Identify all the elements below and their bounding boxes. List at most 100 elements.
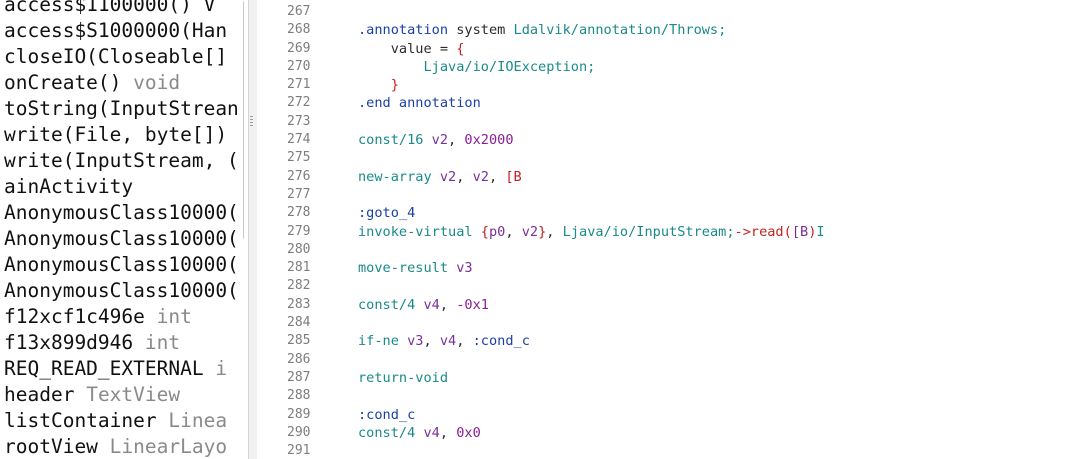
code-token: [B (505, 168, 522, 185)
outline-item[interactable]: listContainer Linea (0, 408, 239, 434)
code-text: .end annotation (358, 94, 481, 112)
outline-item[interactable]: access$1100000() V (0, 0, 239, 18)
outline-item[interactable]: ainActivity (0, 174, 239, 200)
code-line[interactable]: 289:cond_c (257, 406, 1080, 424)
code-text: return-void (358, 369, 448, 387)
outline-item-name: onCreate() (4, 71, 122, 94)
code-line[interactable]: 282 (257, 277, 1080, 295)
code-token: :cond_c (472, 333, 530, 350)
outline-item-name: access$1100000() V (4, 0, 216, 16)
code-line[interactable]: 271 } (257, 76, 1080, 94)
outline-item-name: rootView (4, 435, 98, 458)
code-token: 0x2000 (464, 132, 514, 149)
code-line[interactable]: 284 (257, 314, 1080, 332)
line-number: 286 (287, 351, 311, 367)
code-token: v3 (407, 333, 424, 350)
outline-item[interactable]: REQ_READ_EXTERNAL i (0, 356, 239, 382)
divider-grip-icon[interactable] (250, 116, 253, 128)
code-token: new-array (358, 168, 432, 185)
line-number: 278 (287, 205, 311, 221)
outline-item[interactable]: AnonymousClass10000( (0, 200, 239, 226)
outline-item[interactable]: write(InputStream, ( (0, 148, 239, 174)
code-line[interactable]: 268.annotation system Ldalvik/annotation… (257, 21, 1080, 39)
outline-item-name: listContainer (4, 409, 157, 432)
code-text: } (358, 76, 399, 94)
code-line[interactable]: 273 (257, 113, 1080, 131)
code-line[interactable]: 291 (257, 442, 1080, 459)
line-number: 285 (287, 333, 311, 349)
outline-item-type: Linea (168, 409, 228, 432)
outline-item-type: i (215, 357, 228, 380)
code-text: .annotation system Ldalvik/annotation/Th… (358, 21, 726, 39)
code-line[interactable]: 275 (257, 149, 1080, 167)
outline-item-type: TextView (86, 383, 181, 406)
line-number: 277 (287, 186, 311, 202)
outline-item[interactable]: closeIO(Closeable[] (0, 44, 239, 70)
code-line[interactable]: 267 (257, 3, 1080, 21)
outline-item[interactable]: f13x899d946 int (0, 330, 239, 356)
outline-item-name: closeIO(Closeable[] (4, 45, 228, 68)
code-token: Ldalvik/annotation/Throws; (513, 22, 727, 39)
outline-scrollbar[interactable] (243, 0, 244, 240)
outline-item[interactable]: AnonymousClass10000( (0, 252, 239, 278)
code-token: } (390, 77, 399, 94)
code-line[interactable]: 270 Ljava/io/IOException; (257, 58, 1080, 76)
code-token: , (488, 168, 506, 185)
outline-item[interactable]: AnonymousClass10000( (0, 226, 239, 252)
outline-item-name: access$S1000000(Han (4, 19, 228, 42)
outline-item[interactable]: rootView LinearLayo (0, 434, 239, 459)
outline-item[interactable]: f12xcf1c496e int (0, 304, 239, 330)
code-line[interactable]: 286 (257, 351, 1080, 369)
outline-list: access$1100000() V access$S1000000(Han clo… (0, 0, 239, 459)
code-token: , (505, 223, 522, 240)
outline-item[interactable]: header TextView (0, 382, 239, 408)
line-number: 287 (287, 369, 311, 385)
code-token: { (456, 40, 465, 57)
line-number: 283 (287, 296, 311, 312)
outline-item-name: f12xcf1c496e (4, 305, 145, 328)
outline-item-name: AnonymousClass10000( (4, 227, 239, 250)
outline-item-name: write(InputStream, ( (4, 149, 239, 172)
code-line[interactable]: 288 (257, 387, 1080, 405)
outline-item-name: REQ_READ_EXTERNAL (4, 357, 204, 380)
code-text: Ljava/io/IOException; (358, 58, 595, 76)
code-token: , (456, 168, 473, 185)
code-line[interactable]: 277 (257, 186, 1080, 204)
outline-item-name: header (4, 383, 75, 406)
code-token: { (480, 223, 489, 240)
outline-item-type: int (156, 305, 192, 328)
outline-item-name: AnonymousClass10000( (4, 253, 239, 276)
code-line[interactable]: 287 return-void (257, 369, 1080, 387)
code-token: const/4 (358, 424, 416, 441)
outline-item[interactable]: access$S1000000(Han (0, 18, 239, 44)
code-token: value = (358, 40, 457, 57)
code-token: system (448, 22, 514, 39)
code-token: if-ne (358, 333, 399, 350)
line-number: 281 (287, 260, 311, 276)
code-token (432, 169, 440, 185)
code-line[interactable]: 272 .end annotation (257, 94, 1080, 112)
code-line[interactable]: 269 value = { (257, 40, 1080, 58)
code-line[interactable]: 280 (257, 241, 1080, 259)
outline-item[interactable]: onCreate() void (0, 70, 239, 96)
code-token: v2 (431, 132, 449, 149)
line-number: 273 (287, 113, 311, 129)
outline-item[interactable]: write(File, byte[]) (0, 122, 239, 148)
outline-item[interactable]: AnonymousClass10000( (0, 278, 239, 304)
code-token: 0x0 (456, 424, 481, 441)
code-line[interactable]: 278:goto_4 (257, 204, 1080, 222)
line-number: 272 (287, 95, 311, 111)
line-number: 276 (287, 168, 311, 184)
code-token: v2 (521, 223, 539, 240)
code-token: -0x1 (456, 296, 489, 313)
outline-item[interactable]: toString(InputStrean (0, 96, 239, 122)
